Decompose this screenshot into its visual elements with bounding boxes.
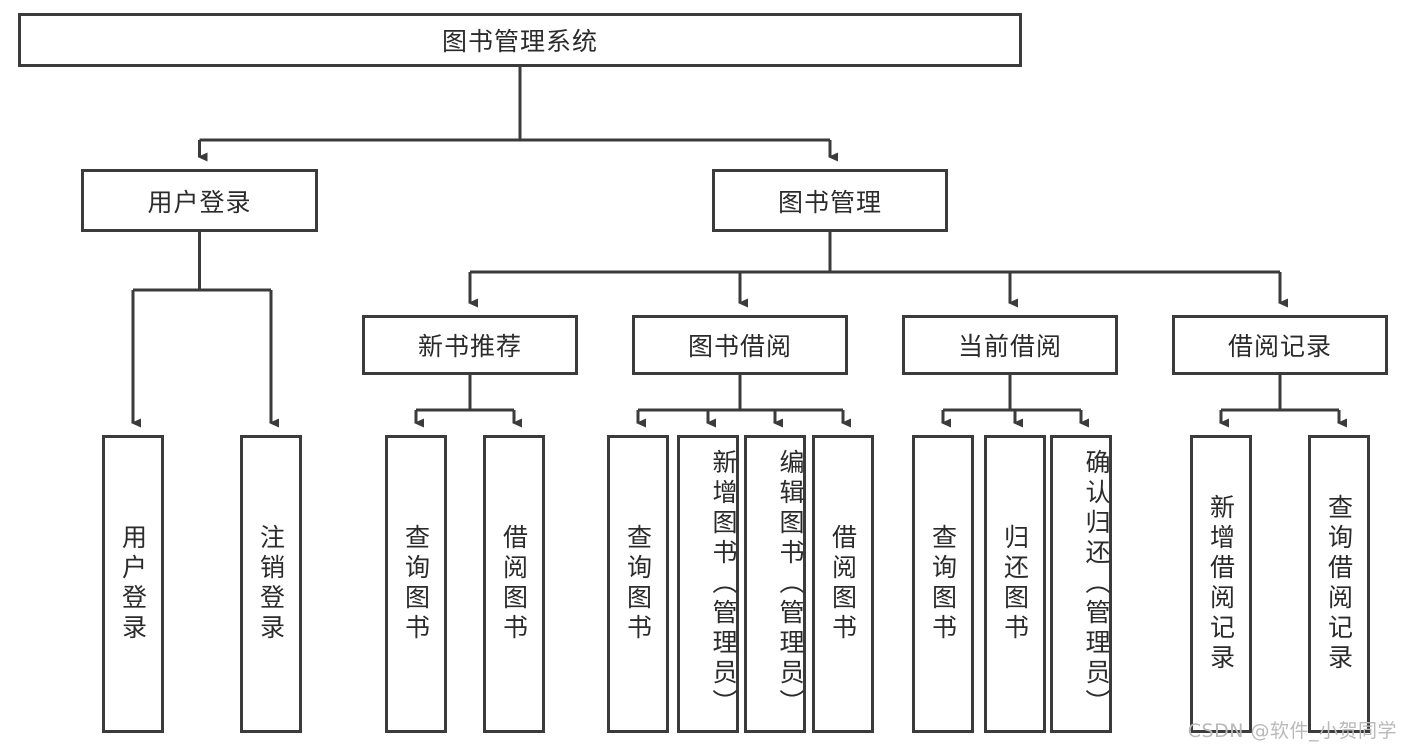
node-leaf-1[interactable]: 注销登录 bbox=[240, 435, 302, 733]
node-leaf-label: 编辑图书（管理员） bbox=[776, 449, 805, 719]
node-level3-label: 新书推荐 bbox=[417, 332, 522, 361]
node-leaf-10[interactable]: 确认归还（管理员） bbox=[1050, 435, 1112, 733]
node-leaf-label: 查询图书 bbox=[401, 524, 431, 644]
node-leaf-label: 查询图书 bbox=[623, 524, 653, 644]
node-leaf-7[interactable]: 借阅图书 bbox=[812, 435, 874, 733]
node-leaf-label: 确认归还（管理员） bbox=[1082, 449, 1111, 719]
node-leaf-label: 查询借阅记录 bbox=[1324, 494, 1354, 674]
node-level2-0[interactable]: 用户登录 bbox=[81, 169, 318, 232]
node-leaf-11[interactable]: 新增借阅记录 bbox=[1190, 435, 1252, 733]
node-leaf-3[interactable]: 借阅图书 bbox=[483, 435, 545, 733]
node-leaf-4[interactable]: 查询图书 bbox=[607, 435, 669, 733]
node-root[interactable]: 图书管理系统 bbox=[18, 13, 1022, 67]
node-leaf-5[interactable]: 新增图书（管理员） bbox=[677, 435, 739, 733]
node-level3-label: 借阅记录 bbox=[1227, 332, 1332, 361]
node-leaf-label: 借阅图书 bbox=[499, 524, 529, 644]
node-level3-2[interactable]: 当前借阅 bbox=[902, 315, 1118, 375]
node-level2-label: 图书管理 bbox=[777, 187, 882, 217]
node-root-label: 图书管理系统 bbox=[441, 27, 598, 56]
node-level2-1[interactable]: 图书管理 bbox=[712, 169, 948, 232]
node-level3-3[interactable]: 借阅记录 bbox=[1172, 315, 1388, 375]
node-leaf-label: 新增借阅记录 bbox=[1206, 494, 1236, 674]
node-leaf-label: 借阅图书 bbox=[828, 524, 858, 644]
node-level3-0[interactable]: 新书推荐 bbox=[362, 315, 578, 375]
node-leaf-2[interactable]: 查询图书 bbox=[385, 435, 447, 733]
node-leaf-9[interactable]: 归还图书 bbox=[984, 435, 1046, 733]
node-leaf-label: 注销登录 bbox=[256, 524, 286, 644]
node-level3-label: 当前借阅 bbox=[957, 332, 1062, 361]
node-level2-label: 用户登录 bbox=[147, 187, 252, 217]
node-leaf-8[interactable]: 查询图书 bbox=[912, 435, 974, 733]
node-leaf-label: 用户登录 bbox=[118, 524, 148, 644]
node-leaf-12[interactable]: 查询借阅记录 bbox=[1308, 435, 1370, 733]
node-leaf-0[interactable]: 用户登录 bbox=[102, 435, 164, 733]
node-leaf-label: 查询图书 bbox=[928, 524, 958, 644]
node-leaf-label: 新增图书（管理员） bbox=[709, 449, 738, 719]
node-leaf-6[interactable]: 编辑图书（管理员） bbox=[744, 435, 806, 733]
node-level3-1[interactable]: 图书借阅 bbox=[632, 315, 848, 375]
node-level3-label: 图书借阅 bbox=[687, 332, 792, 361]
watermark: CSDN @软件_小贺同学 bbox=[1187, 720, 1397, 742]
node-leaf-label: 归还图书 bbox=[1000, 524, 1030, 644]
